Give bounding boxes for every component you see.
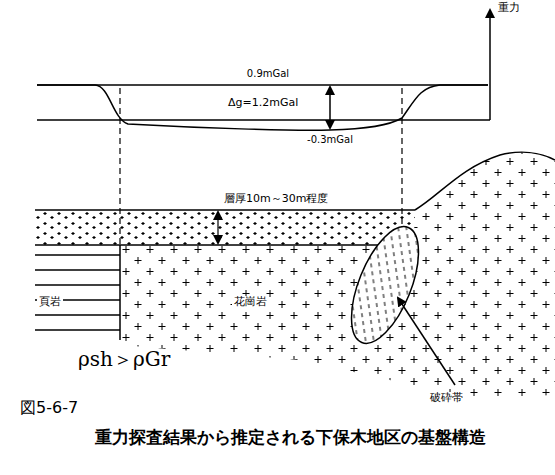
sediment-layer bbox=[35, 210, 415, 245]
base-line bbox=[37, 119, 490, 121]
leader-arrow bbox=[398, 298, 455, 385]
value-label: 0.9mGal bbox=[247, 68, 289, 80]
thickness-arrow bbox=[217, 212, 218, 243]
value-label: -0.3mGal bbox=[307, 134, 353, 146]
gravity-axis bbox=[489, 10, 491, 120]
layer-top bbox=[35, 209, 415, 211]
axis-label: 重力 bbox=[498, 2, 520, 15]
thickness-label: 層厚10m～30m程度 bbox=[224, 193, 328, 206]
fracture-zone bbox=[338, 218, 433, 352]
shale-beds bbox=[35, 245, 120, 340]
figure-number: 図5-6-7 bbox=[20, 399, 78, 417]
rock-label: 花崗岩 bbox=[232, 296, 269, 309]
anomaly-arrow bbox=[329, 87, 331, 128]
anomaly-label: Δg=1.2mGal bbox=[228, 97, 298, 110]
granite-surface bbox=[415, 152, 555, 210]
figure-caption: 重力探査結果から推定される下保木地区の基盤構造 bbox=[95, 428, 486, 448]
layer-bottom bbox=[35, 244, 415, 246]
gravity-curve bbox=[37, 85, 488, 130]
density-label: ρsh＞ρGr bbox=[78, 348, 170, 371]
granite-body bbox=[120, 152, 555, 398]
fracture-label: 破砕帯 bbox=[428, 392, 465, 405]
rock-label: 頁岩 bbox=[37, 296, 63, 309]
reference-line bbox=[37, 84, 488, 86]
